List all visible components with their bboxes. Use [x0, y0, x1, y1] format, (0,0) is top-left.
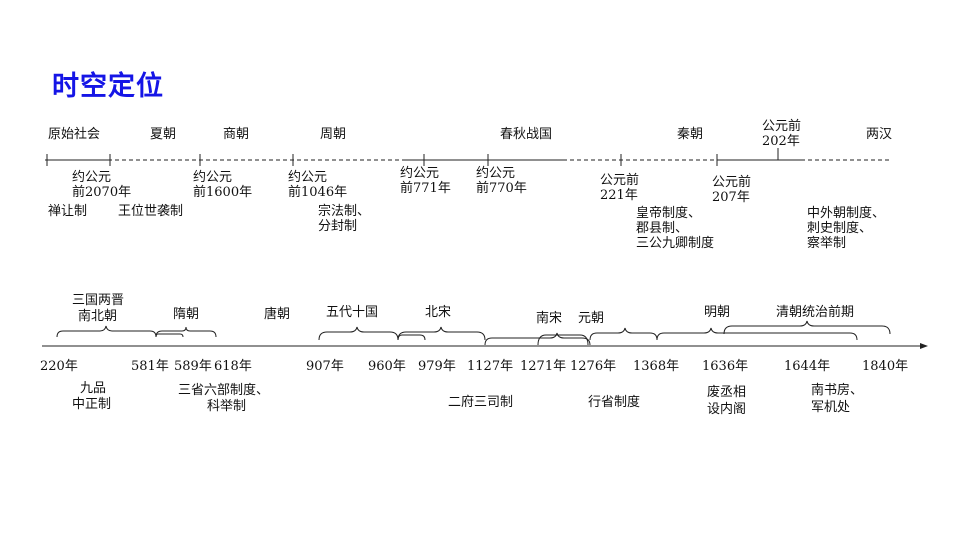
brace-sanguo: [56, 325, 157, 338]
system-label: 废丞相: [707, 384, 746, 400]
brace-sui: [155, 326, 217, 338]
period-label: 商朝: [223, 127, 249, 142]
year-label: 1276年: [570, 359, 616, 374]
brace-beisong-inner: [397, 334, 426, 341]
period-label: 秦朝: [677, 127, 703, 142]
system-label: 三公九卿制度: [636, 235, 714, 251]
brace-wudai: [318, 326, 399, 341]
period-label: 三国两晋: [72, 293, 124, 308]
date-label: 公元前: [762, 118, 801, 134]
period-label: 隋朝: [173, 307, 199, 322]
timeline-1-labels: 原始社会 夏朝 商朝 周朝 春秋战国 秦朝 两汉 公元前 202年 约公元 前2…: [48, 118, 892, 251]
system-label: 二府三司制: [448, 395, 513, 410]
period-label: 周朝: [320, 127, 346, 142]
year-label: 1271年: [520, 359, 566, 374]
date-label: 约公元: [193, 170, 232, 185]
date-label: 前2070年: [72, 184, 131, 200]
system-label: 刺史制度、: [807, 220, 872, 236]
period-label: 唐朝: [264, 306, 290, 322]
system-label: 禅让制: [48, 204, 87, 219]
timeline-1: [45, 148, 890, 166]
brace-ming: [656, 327, 858, 341]
system-label: 宗法制、: [318, 203, 370, 219]
brace-qing: [723, 320, 891, 335]
system-label: 分封制: [318, 219, 357, 234]
period-label: 元朝: [578, 311, 604, 326]
year-label: 1636年: [702, 359, 748, 374]
system-label: 皇帝制度、: [636, 205, 701, 221]
system-label: 军机处: [811, 400, 850, 415]
system-label: 三省六部制度、: [178, 382, 269, 398]
date-label: 约公元: [400, 166, 439, 181]
date-label: 约公元: [288, 170, 327, 185]
year-label: 618年: [214, 359, 252, 374]
brace-nansong-inner: [537, 334, 589, 346]
brace-nansong: [484, 332, 591, 346]
date-label: 前1600年: [193, 184, 252, 200]
year-label: 960年: [368, 359, 406, 374]
system-label: 郡县制、: [636, 221, 688, 236]
date-label: 207年: [712, 190, 750, 205]
system-label: 科举制: [207, 399, 246, 414]
period-label: 明朝: [704, 305, 730, 320]
year-label: 1127年: [467, 359, 513, 374]
date-label: 约公元: [72, 170, 111, 185]
timeline-2: [42, 320, 928, 349]
arrow-head-icon: [920, 343, 928, 349]
system-label: 九品: [80, 381, 106, 396]
year-label: 1840年: [862, 359, 908, 374]
year-label: 907年: [306, 359, 344, 374]
system-label: 王位世袭制: [118, 204, 183, 219]
period-label: 春秋战国: [500, 127, 552, 142]
period-label: 清朝统治前期: [776, 304, 854, 320]
year-label: 581年: [131, 359, 169, 374]
date-label: 公元前: [600, 172, 639, 188]
system-label: 中正制: [72, 397, 111, 412]
system-label: 南书房、: [811, 382, 863, 398]
system-label: 设内阁: [707, 401, 746, 417]
period-label: 原始社会: [48, 126, 100, 142]
period-label: 南北朝: [78, 308, 117, 324]
period-label: 五代十国: [326, 305, 378, 320]
timeline-2-labels: 三国两晋 南北朝 隋朝 唐朝 五代十国 北宋 南宋 元朝 明朝 清朝统治前期 2…: [40, 293, 908, 417]
date-label: 公元前: [712, 174, 751, 190]
period-label: 夏朝: [150, 127, 176, 142]
year-label: 1644年: [784, 359, 830, 374]
date-label: 前1046年: [288, 184, 347, 200]
year-label: 1368年: [633, 359, 679, 374]
date-label: 前770年: [476, 180, 527, 196]
system-label: 行省制度: [588, 394, 640, 410]
date-label: 202年: [762, 134, 800, 149]
period-label: 北宋: [425, 305, 451, 320]
brace-yuan: [589, 327, 658, 341]
system-label: 察举制: [807, 236, 846, 251]
period-label: 南宋: [536, 310, 562, 326]
year-label: 979年: [418, 359, 456, 374]
date-label: 221年: [600, 188, 638, 203]
year-label: 220年: [40, 359, 78, 374]
date-label: 前771年: [400, 180, 451, 196]
system-label: 中外朝制度、: [807, 205, 885, 221]
brace-sui-inner: [155, 333, 184, 338]
year-label: 589年: [174, 359, 212, 374]
brace-beisong: [397, 326, 486, 341]
date-label: 约公元: [476, 166, 515, 181]
page-title: 时空定位: [52, 71, 164, 102]
period-label: 两汉: [866, 127, 892, 142]
